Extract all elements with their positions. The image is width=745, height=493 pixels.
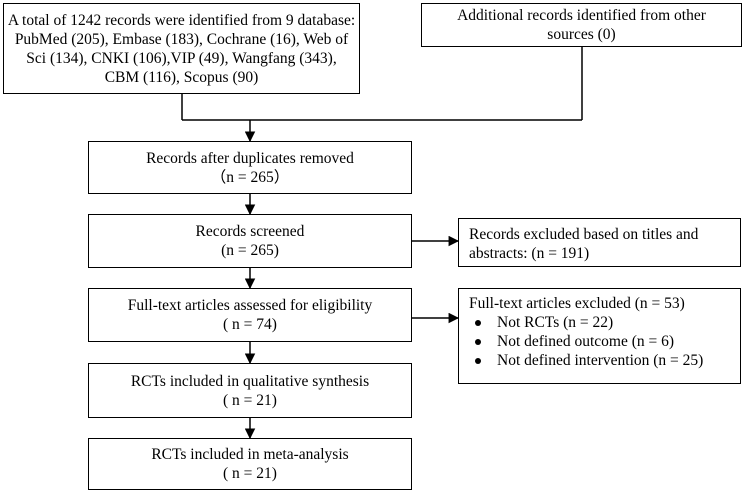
qualitative-title: RCTs included in qualitative synthesis [130, 372, 370, 390]
exclusion-reason: Not defined outcome (n = 6) [469, 332, 740, 351]
exclusion-reason-text: Not RCTs (n = 22) [497, 314, 614, 331]
qualitative-synthesis-box: RCTs included in qualitative synthesis (… [88, 363, 412, 418]
qualitative-count: ( n = 21) [223, 391, 277, 409]
screened-title: Records screened [195, 223, 305, 240]
databases-box: A total of 1242 records were identified … [3, 3, 360, 94]
records-screened-box: Records screened (n = 265) [88, 214, 412, 268]
other-sources-box: Additional records identified from other… [421, 3, 742, 47]
duplicates-title: Records after duplicates removed [146, 149, 354, 167]
exclusion-reason: Not defined intervention (n = 25) [469, 351, 740, 370]
meta-analysis-box: RCTs included in meta-analysis ( n = 21) [88, 438, 412, 490]
databases-line: PubMed (205), Embase (183), Cochrane (16… [14, 30, 349, 48]
bullet-icon [475, 320, 481, 326]
exclusion-reason: Not RCTs (n = 22) [469, 313, 740, 332]
exclusion-reason-text: Not defined outcome (n = 6) [497, 333, 675, 350]
fulltext-title: Full-text articles assessed for eligibil… [127, 297, 373, 314]
databases-line: CBM (116), Scopus (90) [104, 68, 259, 86]
duplicates-removed-box: Records after duplicates removed （n = 26… [88, 141, 412, 194]
screened-count: (n = 265) [221, 242, 279, 259]
bullet-icon [475, 339, 481, 345]
bullet-icon [475, 358, 481, 364]
other-sources-line: Additional records identified from other [457, 7, 706, 24]
meta-title: RCTs included in meta-analysis [151, 446, 349, 463]
other-sources-line: sources (0) [547, 26, 616, 43]
exclusion-reason-text: Not defined intervention (n = 25) [497, 352, 704, 369]
fulltext-count: ( n = 74) [223, 316, 277, 333]
duplicates-count: （n = 265） [210, 168, 290, 186]
excluded-screen-line: abstracts: (n = 191) [469, 245, 590, 262]
excluded-fulltext-box: Full-text articles excluded (n = 53) Not… [458, 288, 741, 384]
excluded-screen-box: Records excluded based on titles and abs… [458, 218, 741, 267]
excluded-fulltext-title: Full-text articles excluded (n = 53) [469, 295, 685, 312]
meta-count: ( n = 21) [223, 465, 277, 482]
fulltext-assessed-box: Full-text articles assessed for eligibil… [88, 288, 412, 342]
excluded-screen-line: Records excluded based on titles and [469, 226, 699, 243]
databases-line: Sci (134), CNKI (106),VIP (49), Wangfang… [26, 49, 337, 67]
exclusion-reasons-list: Not RCTs (n = 22) Not defined outcome (n… [469, 313, 740, 370]
databases-line: A total of 1242 records were identified … [7, 11, 356, 29]
